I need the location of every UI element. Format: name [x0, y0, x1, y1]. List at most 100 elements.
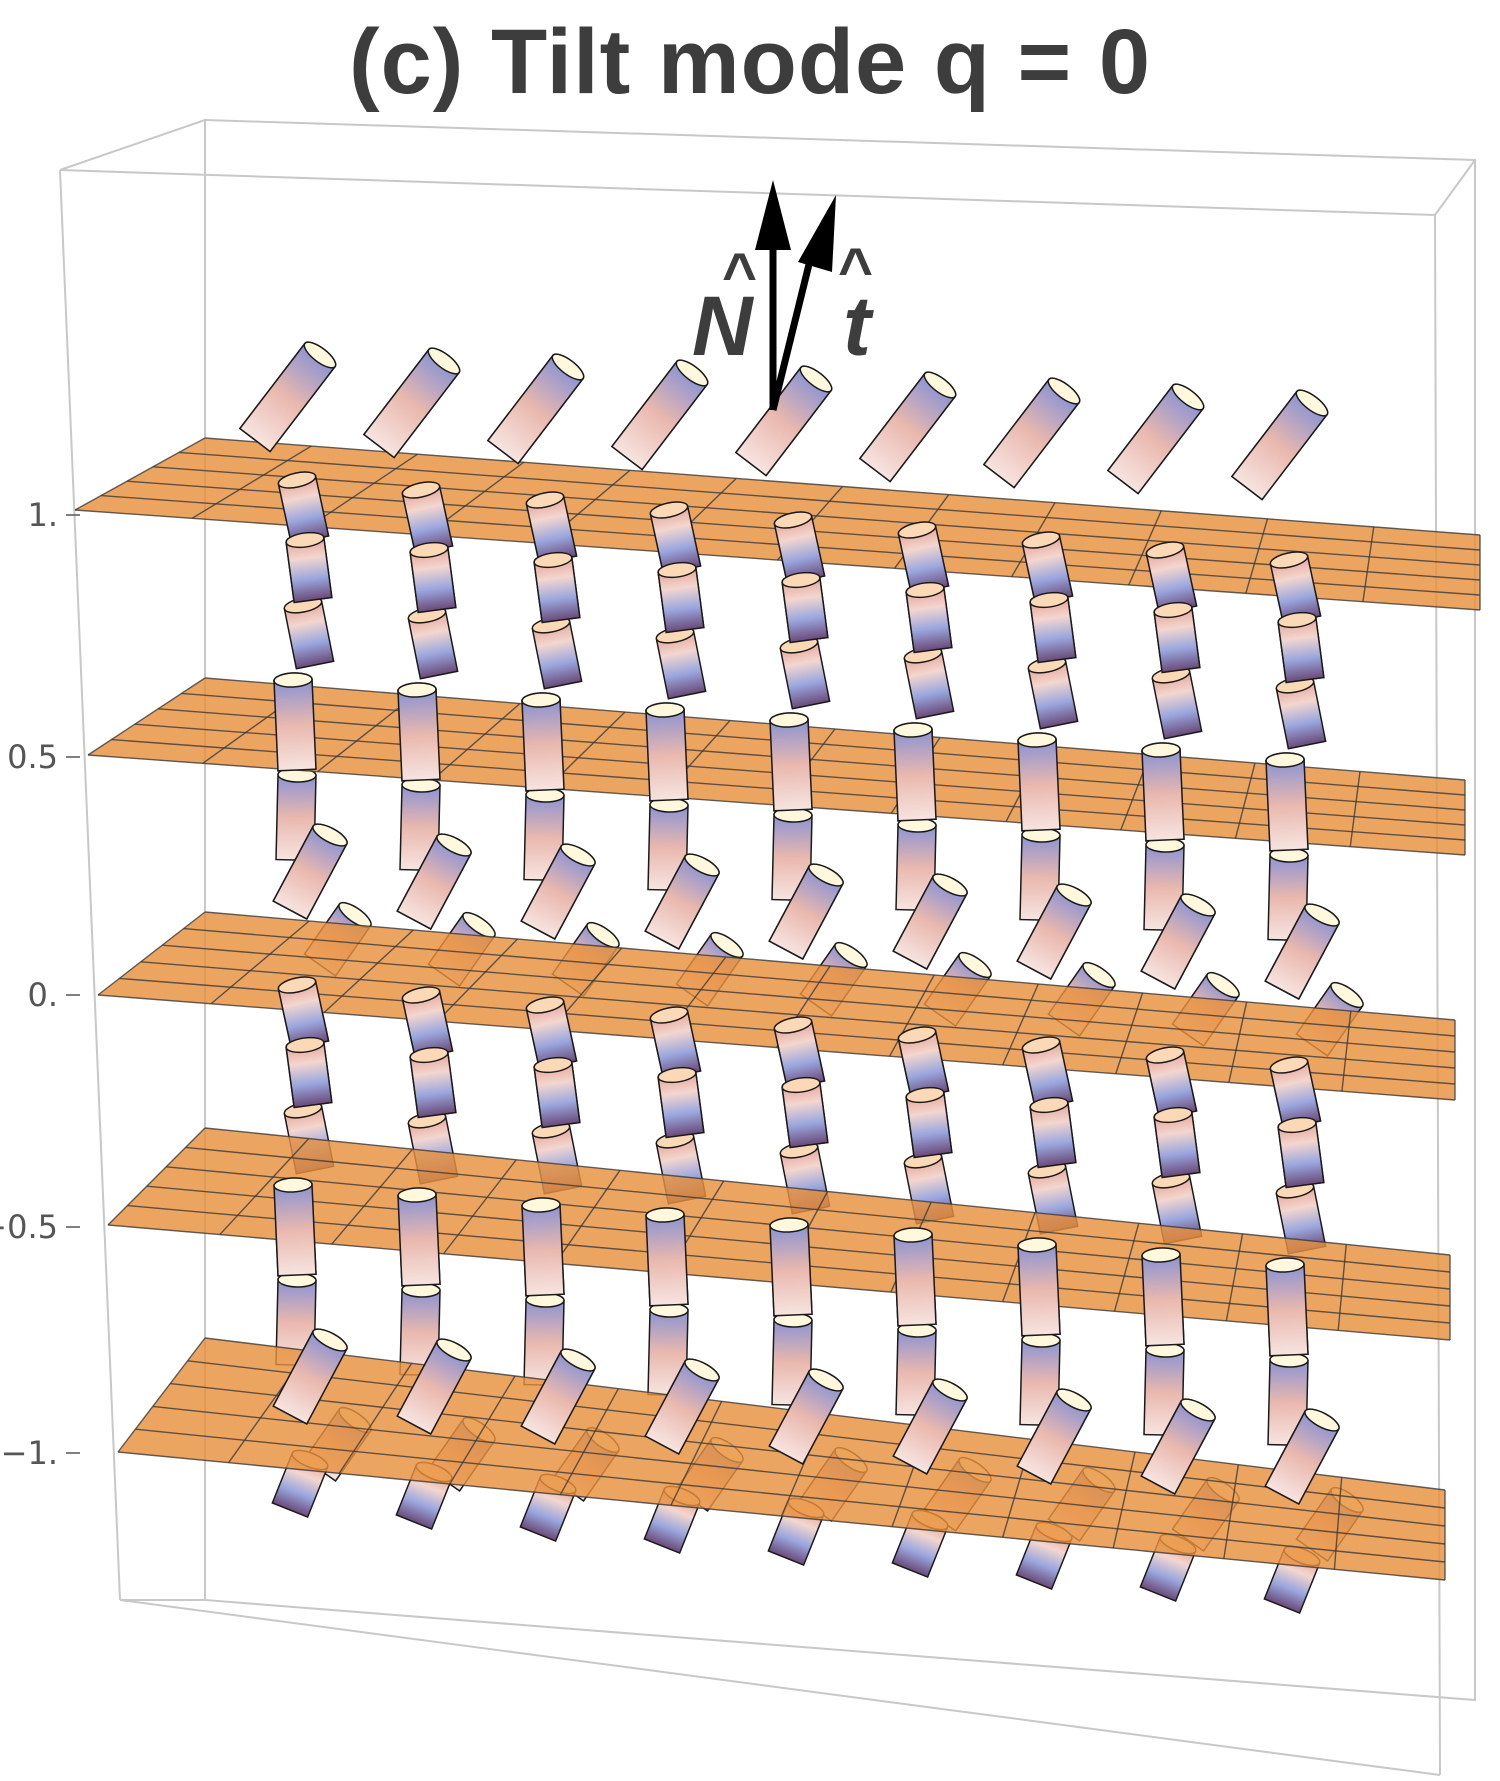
rod-segment: [1269, 551, 1322, 625]
tilt-arrow: [769, 239, 819, 411]
rod-segment: [272, 823, 348, 920]
rod-segment: [1106, 383, 1205, 495]
rod-segment: [397, 1187, 441, 1287]
rod-segment: [1145, 541, 1198, 615]
rod-segment: [781, 571, 829, 644]
z-tick-label: 1.: [27, 496, 58, 534]
rod-segment: [1264, 903, 1340, 1000]
rod-segment: [657, 1066, 705, 1139]
rod-segment: [734, 365, 833, 477]
rod-segment: [521, 692, 565, 792]
rod-segment: [768, 863, 844, 960]
rod-segment: [781, 1076, 829, 1149]
box-front-left: [59, 119, 206, 171]
box-left-edge: [59, 169, 121, 1601]
rod-segment: [1016, 1388, 1092, 1485]
rod-segment: [1230, 389, 1329, 501]
tilt-label: t: [843, 279, 874, 373]
tilt-hat: ^: [838, 236, 873, 303]
rod-segment: [520, 843, 596, 940]
rod-segment: [521, 1197, 565, 1297]
rod-segment: [892, 1378, 968, 1475]
layers-and-rods: [74, 341, 1481, 1615]
rod-segment: [1265, 752, 1309, 852]
rod-segment: [892, 873, 968, 970]
z-tick-label: 0.5: [7, 738, 58, 776]
rod-segment: [657, 561, 705, 634]
rod-segment: [610, 359, 709, 471]
rod-segment: [407, 606, 459, 680]
rod-segment: [893, 1227, 937, 1327]
rod-segment: [645, 702, 689, 802]
rod-segment: [285, 531, 333, 604]
rod-segment: [1277, 611, 1325, 684]
rod-segment: [1275, 1181, 1327, 1255]
rod-segment: [277, 471, 330, 545]
rod-segment: [1021, 531, 1074, 605]
layer-normal-hat: ^: [722, 241, 757, 308]
rod-segment: [1017, 732, 1061, 832]
rod-segment: [1021, 1036, 1074, 1110]
rod-segment: [409, 541, 457, 614]
rod-segment: [773, 1016, 826, 1090]
box-bottom-edge: [119, 1599, 1441, 1776]
rod-segment: [779, 636, 831, 710]
rod-segment: [769, 712, 813, 812]
layer-normal-label: N: [692, 279, 755, 373]
rod-segment: [396, 833, 472, 930]
rod-segment: [1145, 1046, 1198, 1120]
rod-segment: [1016, 883, 1092, 980]
rod-segment: [1140, 1398, 1216, 1495]
rod-segment: [1151, 666, 1203, 740]
rod-segment: [905, 581, 953, 654]
rod-segment: [1153, 601, 1201, 674]
rod-segment: [1275, 676, 1327, 750]
rod-segment: [649, 501, 702, 575]
rod-segment: [1141, 742, 1185, 842]
rod-segment: [283, 596, 335, 670]
rod-segment: [362, 347, 461, 459]
rod-segment: [533, 551, 581, 624]
rod-segment: [1153, 1106, 1201, 1179]
box-back-face: [204, 118, 1476, 1702]
rods-front: [238, 341, 1340, 1505]
rod-segment: [525, 996, 578, 1070]
rod-segment: [1029, 1096, 1077, 1169]
z-axis-ticks: 1. 0.5 0. −0.5 −1.: [0, 496, 80, 1472]
rod-segment: [1264, 1408, 1340, 1505]
z-tick-label: 0.: [27, 976, 58, 1014]
rod-segment: [1017, 1237, 1061, 1337]
rod-segment: [273, 672, 317, 772]
rod-segment: [655, 626, 707, 700]
rod-segment: [1269, 1056, 1322, 1130]
rod-segment: [277, 976, 330, 1050]
rod-segment: [645, 1207, 689, 1307]
rod-segment: [1277, 1116, 1325, 1189]
rod-segment: [1140, 893, 1216, 990]
rod-segment: [905, 1086, 953, 1159]
rod-segment: [1029, 591, 1077, 664]
rod-segment: [903, 646, 955, 720]
rod-segment: [272, 1328, 348, 1425]
tilt-arrowhead: [798, 195, 836, 272]
rod-segment: [644, 853, 720, 950]
rod-segment: [273, 1177, 317, 1277]
z-tick-label: −1.: [1, 1434, 58, 1472]
bounding-box: [59, 118, 1476, 1776]
rod-segment: [893, 722, 937, 822]
rod-segment: [768, 1368, 844, 1465]
z-tick-label: −0.5: [0, 1208, 58, 1246]
rod-segment: [982, 377, 1081, 489]
rod-segment: [531, 616, 583, 690]
rod-segment: [858, 371, 957, 483]
rod-segment: [238, 341, 337, 453]
rod-segment: [1265, 1257, 1309, 1357]
rod-segment: [769, 1217, 813, 1317]
rod-segment: [1141, 1247, 1185, 1347]
figure-title: (c) Tilt mode q = 0: [349, 11, 1151, 113]
rod-segment: [486, 353, 585, 465]
rod-segment: [1027, 656, 1079, 730]
rod-segment: [397, 682, 441, 782]
rod-segment: [409, 1046, 457, 1119]
